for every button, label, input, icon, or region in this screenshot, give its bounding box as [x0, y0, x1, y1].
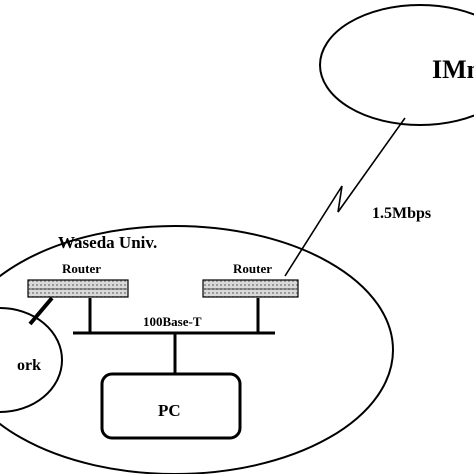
pc-box: [100, 372, 242, 440]
campus-label: Waseda Univ.: [58, 233, 157, 252]
router-right-label: Router: [233, 261, 272, 276]
router-to-network-link: [28, 296, 54, 326]
internal-network-ellipse: [0, 307, 63, 413]
campus-boundary: [0, 225, 394, 474]
remote-network-cloud: [319, 4, 474, 126]
link-speed-label: 1.5Mbps: [372, 205, 431, 222]
pc-label: PC: [158, 401, 181, 420]
backbone-label: 100Base-T: [143, 314, 202, 329]
internal-network-label: ork: [17, 357, 41, 374]
wan-link-line: [284, 117, 406, 277]
remote-network-label: IMn: [432, 55, 474, 84]
router-left-label: Router: [62, 261, 101, 276]
